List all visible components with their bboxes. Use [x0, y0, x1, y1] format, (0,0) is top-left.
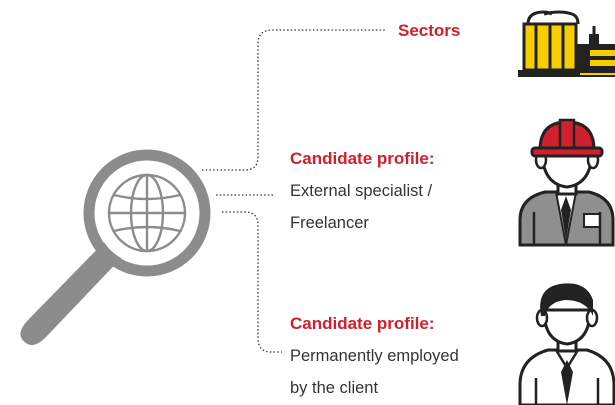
candidate-profile-permanent-line2: by the client: [290, 379, 379, 397]
connector-to-permanent: [222, 211, 282, 353]
sectors-label: Sectors: [398, 21, 461, 40]
candidate-profile-freelancer-title: Candidate profile:: [290, 149, 435, 168]
candidate-profile-permanent-title: Candidate profile:: [290, 314, 435, 333]
candidate-profile-freelancer-line2: Freelancer: [290, 214, 369, 232]
candidate-profile-freelancer-line1: External specialist /: [290, 182, 433, 200]
connector-lines: [202, 29, 385, 353]
office-employee-icon: [518, 283, 615, 405]
magnifying-glass-globe-icon: [20, 149, 211, 345]
worker-hardhat-icon: [518, 118, 615, 247]
connector-to-sectors: [202, 29, 385, 171]
candidate-profile-permanent-line1: Permanently employed: [290, 347, 459, 365]
industrial-plant-icon: [518, 10, 615, 77]
